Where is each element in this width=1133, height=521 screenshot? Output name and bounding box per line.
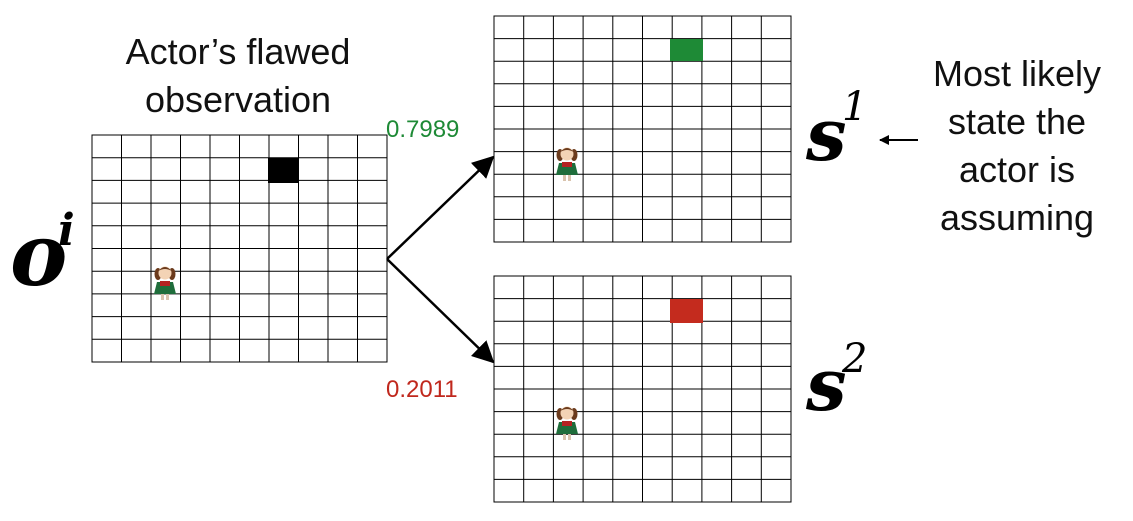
- observation-symbol: o: [10, 205, 67, 306]
- arrow-to-state1: [386, 155, 495, 260]
- arrow-to-state2: [386, 258, 495, 364]
- annotation-line3: actor is: [958, 149, 1076, 190]
- state1-grid: [493, 15, 792, 243]
- annotation-line4: assuming: [939, 197, 1095, 238]
- state2-grid: [493, 275, 792, 503]
- observation-goal-cell: [268, 158, 299, 183]
- state2-probability: 0.2011: [386, 376, 458, 403]
- annotation-line1: Most likely: [932, 53, 1102, 94]
- state1-symbol: s: [805, 92, 847, 177]
- state2-symbol: s: [805, 342, 847, 427]
- observation-title-line1: Actor’s flawed: [125, 31, 351, 72]
- annotation-line2: state the: [947, 101, 1087, 142]
- state1-superscript: 1: [842, 84, 867, 130]
- observation-title: Actor’s flawed observation: [88, 28, 388, 124]
- most-likely-annotation: Most likely state the actor is assuming: [902, 50, 1132, 242]
- state1-probability: 0.7989: [386, 116, 460, 143]
- observation-superscript: i: [58, 205, 75, 256]
- observation-grid: [91, 134, 388, 363]
- state2-superscript: 2: [841, 336, 867, 382]
- state1-goal-cell: [670, 39, 703, 61]
- state2-goal-cell: [670, 299, 703, 323]
- observation-title-line2: observation: [144, 79, 332, 120]
